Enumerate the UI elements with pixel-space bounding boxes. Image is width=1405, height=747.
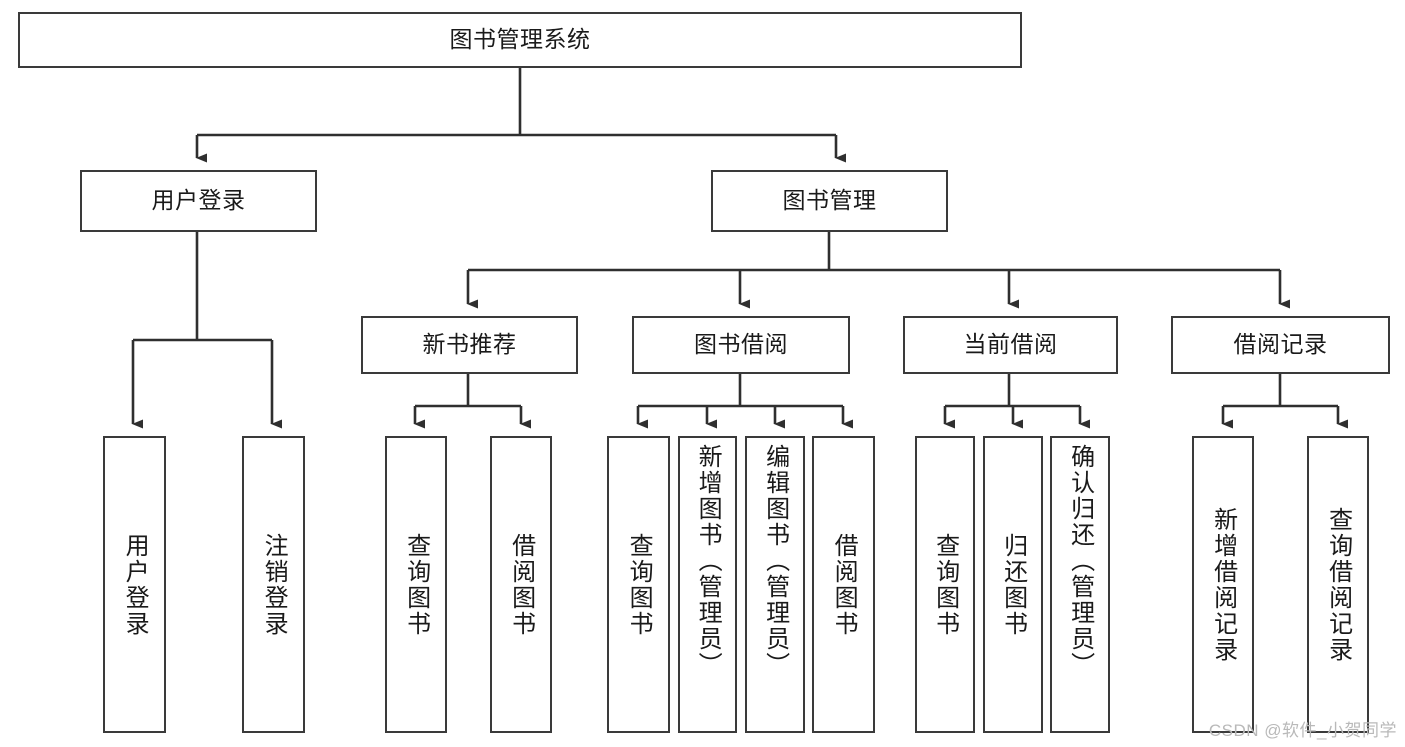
node-root-book-management-system[interactable]: 图书管理系统 — [18, 12, 1022, 68]
node-label: 图书管理 — [782, 187, 877, 214]
node-label: 归还图书 — [999, 532, 1027, 637]
node-label: 借阅记录 — [1233, 331, 1328, 358]
csdn-watermark: CSDN @软件_小贺同学 — [1208, 721, 1397, 740]
node-label: 新书推荐 — [422, 331, 517, 358]
node-book-manage[interactable]: 图书管理 — [711, 170, 948, 232]
node-label: 确认归还（管理员） — [1066, 444, 1094, 678]
node-label: 查询图书 — [625, 532, 653, 637]
node-label: 用户登录 — [151, 187, 246, 214]
leaf-add-book-admin[interactable]: 新增图书（管理员） — [678, 436, 737, 733]
leaf-confirm-return-admin[interactable]: 确认归还（管理员） — [1050, 436, 1110, 733]
node-new-book-recommend[interactable]: 新书推荐 — [361, 316, 578, 374]
leaf-return-book[interactable]: 归还图书 — [983, 436, 1043, 733]
node-label: 新增图书（管理员） — [694, 444, 722, 678]
node-user-login[interactable]: 用户登录 — [80, 170, 317, 232]
leaf-edit-book-admin[interactable]: 编辑图书（管理员） — [745, 436, 805, 733]
node-label: 编辑图书（管理员） — [761, 444, 789, 678]
node-label: 借阅图书 — [507, 532, 535, 637]
node-label: 新增借阅记录 — [1209, 506, 1237, 663]
node-label: 图书管理系统 — [449, 26, 591, 53]
leaf-query-borrow-record[interactable]: 查询借阅记录 — [1307, 436, 1369, 733]
node-borrow-record[interactable]: 借阅记录 — [1171, 316, 1390, 374]
node-label: 图书借阅 — [694, 331, 788, 358]
leaf-query-book-recommend[interactable]: 查询图书 — [385, 436, 447, 733]
node-label: 查询图书 — [931, 532, 959, 637]
node-label: 注销登录 — [260, 532, 288, 637]
leaf-query-book-current[interactable]: 查询图书 — [915, 436, 975, 733]
leaf-add-borrow-record[interactable]: 新增借阅记录 — [1192, 436, 1254, 733]
node-label: 查询借阅记录 — [1324, 506, 1352, 663]
leaf-logout-login[interactable]: 注销登录 — [242, 436, 305, 733]
node-label: 查询图书 — [402, 532, 430, 637]
leaf-user-login[interactable]: 用户登录 — [103, 436, 166, 733]
leaf-borrow-book-recommend[interactable]: 借阅图书 — [490, 436, 552, 733]
leaf-borrow-book[interactable]: 借阅图书 — [812, 436, 875, 733]
node-label: 当前借阅 — [963, 331, 1058, 358]
node-label: 借阅图书 — [830, 532, 858, 637]
node-book-borrow[interactable]: 图书借阅 — [632, 316, 850, 374]
node-current-borrow[interactable]: 当前借阅 — [903, 316, 1118, 374]
node-label: 用户登录 — [121, 532, 149, 637]
leaf-query-book-borrow[interactable]: 查询图书 — [607, 436, 670, 733]
